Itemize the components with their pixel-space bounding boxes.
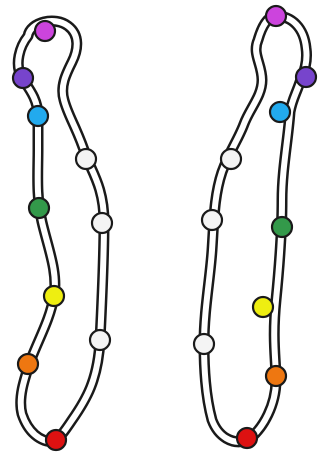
right-node-red[interactable] (237, 428, 257, 448)
left-node-white-2[interactable] (92, 213, 112, 233)
right-node-yellow[interactable] (253, 297, 273, 317)
left-node-green[interactable] (29, 198, 49, 218)
left-node-red[interactable] (46, 430, 66, 450)
right-node-purple[interactable] (296, 67, 316, 87)
right-node-orange[interactable] (266, 366, 286, 386)
right-node-green[interactable] (272, 217, 292, 237)
right-node-magenta[interactable] (266, 6, 286, 26)
left-node-white-3[interactable] (90, 330, 110, 350)
right-node-white-1[interactable] (221, 149, 241, 169)
right-node-white-2[interactable] (202, 210, 222, 230)
right-node-white-3[interactable] (194, 334, 214, 354)
left-node-yellow[interactable] (44, 286, 64, 306)
right-node-blue[interactable] (270, 102, 290, 122)
left-node-orange[interactable] (18, 354, 38, 374)
left-node-blue[interactable] (28, 106, 48, 126)
left-node-white-1[interactable] (76, 149, 96, 169)
left-node-magenta[interactable] (35, 21, 55, 41)
nodes-layer (13, 6, 316, 450)
left-node-purple[interactable] (13, 68, 33, 88)
